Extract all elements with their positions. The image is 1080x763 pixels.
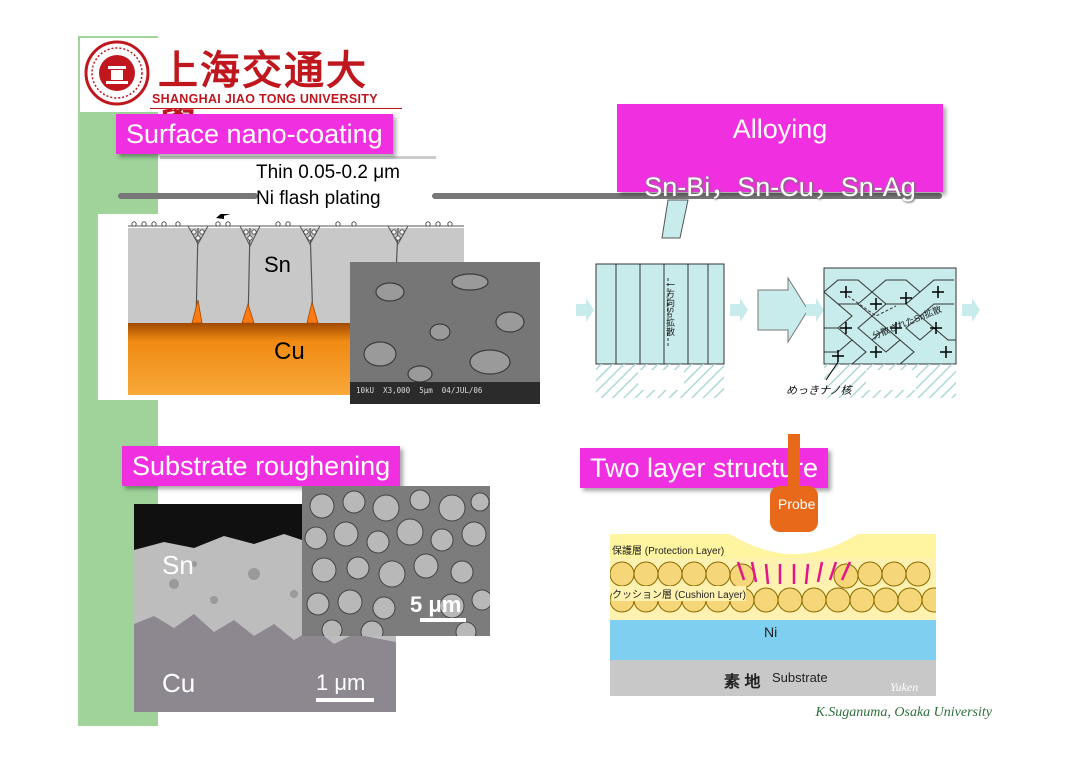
scale-bar-1um-label: 1 μm	[316, 670, 366, 695]
roughening-cu-label: Cu	[162, 668, 196, 698]
seal-icon	[84, 40, 150, 106]
label-alloying: Alloying	[617, 104, 943, 192]
substrate-jp-label: 素 地	[724, 674, 761, 691]
roughening-sn-label: Sn	[162, 550, 194, 580]
protection-layer-label: 保護層 (Protection Layer)	[612, 546, 725, 557]
sem-surface-image: 10kU X3,000 5μm 04/JUL/06	[350, 262, 540, 404]
alloying-schematic	[576, 199, 980, 398]
gray-line-top	[160, 156, 436, 159]
gray-bar-right	[432, 193, 942, 199]
one-direction-diffusion-label: 一方向Sn拡散	[665, 280, 675, 337]
ni-note-line1: Thin 0.05-0.2 μm	[256, 162, 401, 183]
author-credit: K.Suganuma, Osaka University	[815, 705, 992, 720]
roughening-sem-image: 5 μm	[302, 486, 490, 636]
gray-bar-left	[118, 193, 258, 199]
logo-stray-letter: W	[442, 48, 475, 85]
probe-layer-schematic	[609, 434, 947, 696]
sem-texture	[350, 262, 540, 404]
substrate-en-label: Substrate	[772, 670, 828, 685]
cu-label: Cu	[274, 338, 305, 365]
university-logo: 上海交通大學 SHANGHAI JIAO TONG UNIVERSITY W	[80, 38, 474, 152]
plating-nucleus-label: めっきナノ核	[786, 385, 852, 397]
label-surface-nano-coating: Surface nano-coating	[116, 114, 393, 154]
scale-bar-1um	[316, 698, 374, 702]
cushion-layer-label: クッション層 (Cushion Layer)	[612, 586, 746, 601]
scale-bar-5um-label: 5 μm	[410, 592, 462, 617]
sem-caption: 10kU X3,000 5μm 04/JUL/06	[356, 386, 483, 395]
probe-label: Probe	[778, 496, 816, 512]
logo-underline	[150, 108, 402, 109]
logo-english-name: SHANGHAI JIAO TONG UNIVERSITY	[152, 92, 378, 106]
alloying-diagram: 一方向Sn拡散 分散されたSn拡散 めっきナノ核	[576, 196, 980, 406]
alloying-systems: Sn-Bi，Sn-Cu，Sn-Ag	[644, 172, 916, 202]
scale-bar-5um	[420, 618, 466, 622]
ni-layer-label: Ni	[764, 624, 778, 640]
sn-label: Sn	[264, 252, 291, 277]
sem-grain-texture	[302, 486, 490, 636]
two-layer-diagram: Probe 保護層 (Protection Layer) クッション層 (Cus…	[609, 434, 947, 696]
label-two-layer-structure: Two layer structure	[580, 448, 829, 488]
label-substrate-roughening: Substrate roughening	[122, 446, 401, 486]
alloying-title: Alloying	[732, 114, 828, 144]
yuken-watermark: Yuken	[890, 680, 919, 694]
ni-note-line2: Ni flash plating	[256, 188, 381, 209]
